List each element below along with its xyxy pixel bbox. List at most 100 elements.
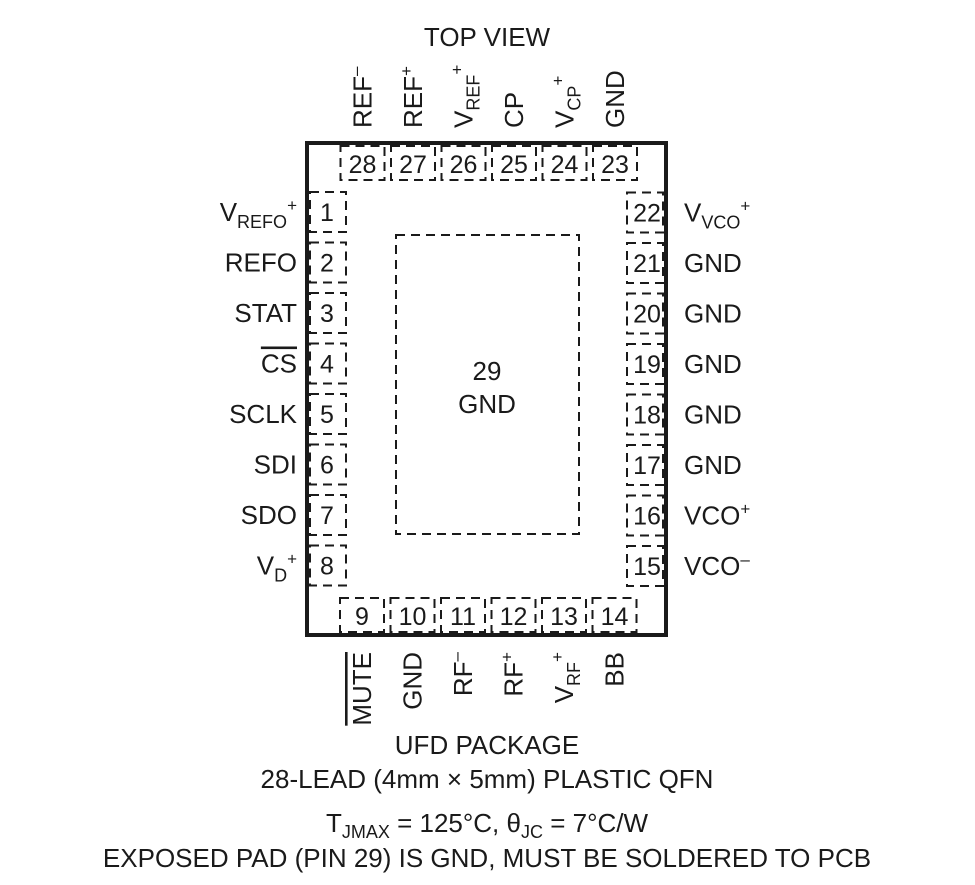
pin-25-number: 25 — [500, 151, 528, 179]
pin-16-label-sup: + — [740, 500, 750, 519]
pin-10-label-main: GND — [398, 652, 428, 710]
pin-16-label-main: VCO — [684, 501, 740, 531]
pin-18-label-main: GND — [684, 400, 742, 430]
pin-22-number: 22 — [633, 200, 661, 228]
pin-20-label-main: GND — [684, 299, 742, 329]
pin-12-pad — [490, 597, 537, 633]
pin-28-pad — [339, 145, 386, 181]
pin-11-label: RF– — [447, 651, 478, 696]
pin-22-label-sub: VCO — [701, 213, 740, 233]
pin-27-label-sup: + — [397, 66, 416, 76]
package-name: UFD PACKAGE — [395, 730, 579, 760]
pin-3-label-main: STAT — [234, 298, 297, 328]
pin-7-label: SDO — [241, 500, 297, 530]
pin-2-pad — [309, 241, 347, 284]
pin-5-label: SCLK — [229, 399, 298, 429]
pin-17-number: 17 — [633, 452, 661, 480]
pin-1-pad — [309, 191, 347, 233]
pin-11-label-main: RF — [448, 661, 478, 696]
pin-3-number: 3 — [320, 300, 334, 328]
pin-4-pad — [309, 342, 347, 385]
pin-26-label-sub: REF — [464, 75, 484, 111]
pin-21-label: GND — [684, 248, 742, 278]
pin-15-number: 15 — [633, 553, 661, 581]
pin-17-pad — [626, 444, 664, 486]
pin-23-pad — [592, 145, 638, 181]
pin-27-pad — [390, 145, 436, 181]
pin-7-pad — [309, 494, 347, 536]
package-outline — [305, 141, 668, 637]
pin-27-label: REF+ — [397, 66, 428, 128]
pin-8-label-sub: D — [274, 566, 287, 586]
pin-25-label: CP — [499, 92, 529, 128]
pin-20-label: GND — [684, 299, 742, 329]
pin-17-label-main: GND — [684, 450, 742, 480]
pin-24-label-sub: CP — [565, 86, 585, 111]
pin-15-pad — [626, 545, 664, 587]
pin-13-label-sub: RF — [564, 662, 584, 686]
pin-14-pad — [591, 597, 638, 633]
pin-13-label: VRF+ — [548, 652, 584, 703]
pin-24-number: 24 — [551, 151, 579, 179]
pin-28-label-main: REF — [348, 76, 378, 128]
pin-12-label-main: RF — [499, 662, 529, 697]
pin-25-label-main: CP — [499, 92, 529, 128]
pin-28-label: REF– — [347, 66, 378, 128]
pin-15-label: VCO– — [684, 550, 750, 581]
pin-7-number: 7 — [320, 502, 334, 530]
pin-16-label: VCO+ — [684, 500, 750, 531]
pin-6-pad — [309, 443, 347, 486]
theta-symbol: θ — [507, 808, 521, 838]
pin-8-label-sup: + — [287, 550, 297, 569]
pin-2-number: 2 — [320, 250, 334, 278]
pin-1-label-main: V — [220, 197, 238, 227]
pin-11-pad — [440, 597, 486, 633]
pin-21-number: 21 — [633, 250, 661, 278]
pin-22-label: VVCO+ — [684, 197, 750, 233]
exposed-pad-outline — [395, 234, 580, 535]
pin-22-label-main: V — [684, 198, 702, 228]
pin-9-label: MUTE — [347, 652, 377, 726]
tjmax-value: = 125°C, — [390, 808, 507, 838]
pin-22-pad — [626, 191, 664, 234]
pin-10-number: 10 — [399, 603, 427, 631]
pin-4-label-main: CS — [261, 349, 297, 379]
package-description: 28-LEAD (4mm × 5mm) PLASTIC QFN — [261, 764, 714, 794]
theta-subscript: JC — [521, 822, 543, 842]
pin-19-pad — [626, 343, 664, 385]
pin-1-label: VREFO+ — [220, 196, 297, 232]
pin-8-label: VD+ — [257, 550, 297, 586]
pin-13-label-main: V — [549, 685, 579, 703]
pin-14-label-main: BB — [600, 652, 630, 687]
pin-6-number: 6 — [320, 452, 334, 480]
pin-12-label: RF+ — [498, 652, 529, 697]
pin-24-pad — [541, 145, 588, 181]
pin-9-pad — [339, 597, 385, 633]
pin-5-pad — [309, 393, 347, 435]
pin-22-label-sup: + — [740, 197, 750, 216]
pin-2-label-main: REFO — [225, 248, 297, 278]
pin-1-number: 1 — [320, 199, 334, 227]
pin-3-pad — [309, 292, 347, 334]
pin-4-label: CS — [261, 349, 297, 379]
pin-3-label: STAT — [234, 298, 297, 328]
pin-23-label-main: GND — [600, 70, 630, 128]
pin-7-label-main: SDO — [241, 500, 297, 530]
pin-9-number: 9 — [355, 603, 369, 631]
pin-4-number: 4 — [320, 351, 334, 379]
pin-12-label-sup: + — [498, 652, 517, 662]
pin-13-number: 13 — [550, 603, 578, 631]
theta-value: = 7°C/W — [543, 808, 648, 838]
thermal-spec: TJMAX = 125°C, θJC = 7°C/W — [326, 808, 649, 842]
pin-25-pad — [491, 145, 537, 181]
pin-2-label: REFO — [225, 248, 297, 278]
pin-1-label-sup: + — [287, 196, 297, 215]
pin-27-label-main: REF — [398, 76, 428, 128]
pin-27-number: 27 — [399, 151, 427, 179]
pin-15-label-sup: – — [740, 550, 750, 569]
pin-13-pad — [541, 597, 587, 633]
pin-20-number: 20 — [633, 301, 661, 329]
pin-23-number: 23 — [601, 151, 629, 179]
pin-10-label: GND — [398, 652, 428, 710]
pin-26-number: 26 — [450, 151, 478, 179]
